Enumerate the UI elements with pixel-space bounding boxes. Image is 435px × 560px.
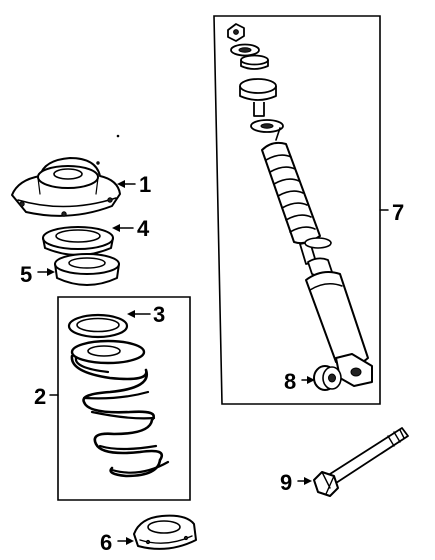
shock-group-frame bbox=[213, 15, 381, 405]
shock-top-hardware bbox=[227, 23, 284, 133]
callout-8-label: 8 bbox=[284, 369, 296, 394]
callout-7-label: 7 bbox=[392, 200, 404, 225]
spring-seat-part bbox=[54, 253, 120, 286]
lower-bushing-part bbox=[313, 365, 342, 391]
callout-3-arrowhead bbox=[127, 310, 135, 318]
callout-1-label: 1 bbox=[139, 172, 151, 197]
callout-4-arrowhead bbox=[112, 224, 120, 232]
bearing-ring-part bbox=[42, 226, 114, 256]
coil-spring-part bbox=[70, 339, 170, 478]
mounting-bolt-part bbox=[313, 427, 409, 497]
callout-5-label: 5 bbox=[20, 262, 32, 287]
callout-2-label: 2 bbox=[34, 384, 46, 409]
dust-boot-part bbox=[261, 127, 321, 245]
callout-4-label: 4 bbox=[137, 216, 150, 241]
upper-mount-part bbox=[11, 157, 121, 217]
callout-5-arrowhead bbox=[47, 268, 55, 276]
bump-stop-part bbox=[133, 514, 197, 550]
callout-9-arrowhead bbox=[304, 477, 312, 485]
callout-8-arrowhead bbox=[307, 376, 315, 384]
print-speck bbox=[116, 134, 120, 138]
callout-1-arrowhead bbox=[117, 180, 125, 188]
callout-6-label: 6 bbox=[100, 530, 112, 555]
callout-9-label: 9 bbox=[280, 470, 292, 495]
spring-group-frame bbox=[57, 296, 191, 501]
callout-6-arrowhead bbox=[126, 537, 134, 545]
spring-insulator-part bbox=[67, 313, 129, 339]
shock-absorber-part bbox=[299, 237, 373, 387]
callout-3-label: 3 bbox=[153, 302, 165, 327]
